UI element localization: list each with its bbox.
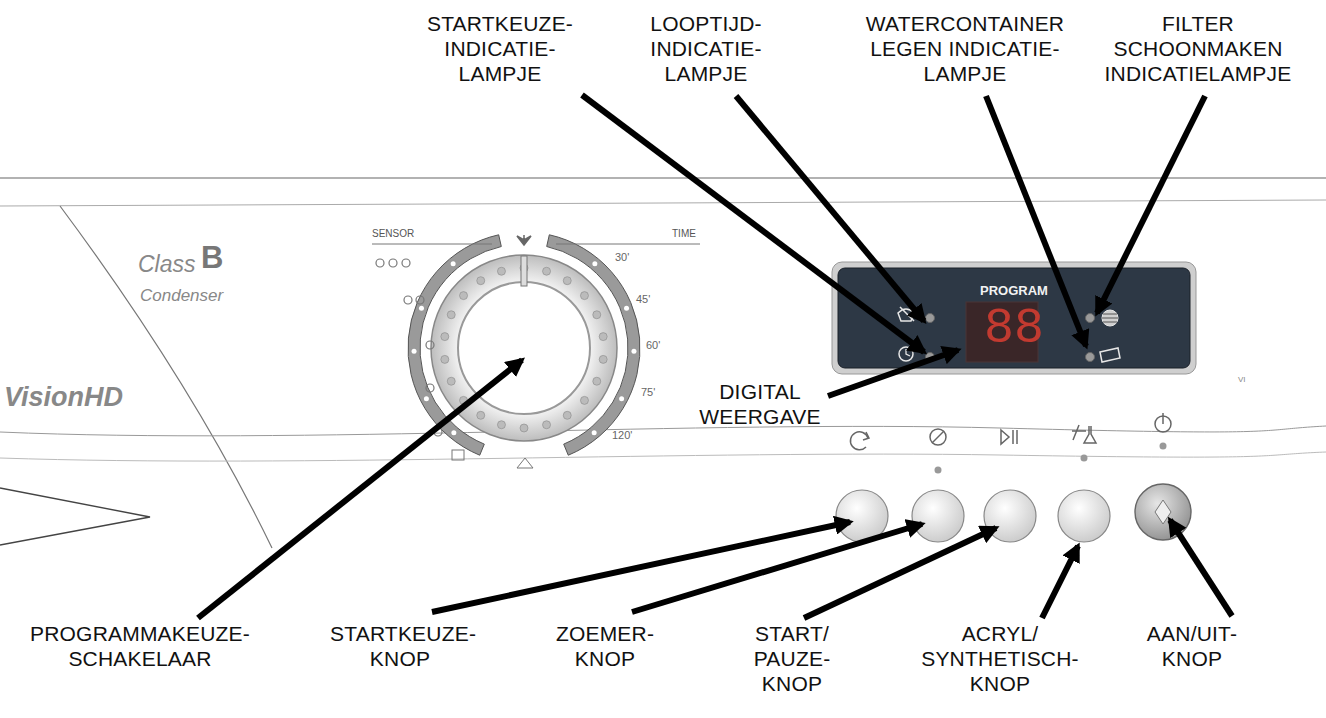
callout-label: STARTKEUZE- KNOP: [330, 622, 470, 672]
brand-text: VisionHD: [4, 384, 123, 411]
callout-label: PROGRAMMAKEUZE- SCHAKELAAR: [24, 622, 256, 672]
leader-line: [1170, 520, 1232, 616]
model-text: VI: [1238, 376, 1246, 384]
model-text: Condenser: [140, 287, 223, 304]
program-dial: [372, 235, 700, 468]
leader-line: [632, 524, 922, 612]
leader-line: [736, 96, 924, 321]
callout-label: STARTKEUZE- INDICATIE- LAMPJE: [425, 12, 575, 86]
button-icons: [850, 413, 1171, 450]
callout-label: START/ PAUZE- KNOP: [746, 622, 838, 696]
scale-number: 75': [641, 387, 655, 398]
scale-number: 120': [612, 430, 632, 441]
leader-line: [1042, 546, 1078, 618]
leader-line: [828, 350, 958, 396]
callout-label: AAN/UIT- KNOP: [1137, 622, 1247, 672]
class-letter: B: [201, 242, 223, 273]
scale-number: 30': [615, 252, 629, 263]
callout-label: DIGITAL WEERGAVE: [690, 380, 830, 430]
scale-number: 45': [636, 294, 650, 305]
leader-line: [582, 95, 924, 352]
callout-label: ACRYL/ SYNTHETISCH- KNOP: [911, 622, 1089, 696]
callout-label: LOOPTIJD- INDICATIE- LAMPJE: [636, 12, 776, 86]
digital-readout: 88: [838, 304, 1190, 354]
display-heading: PROGRAM: [838, 284, 1190, 297]
scale-heading: SENSOR: [372, 229, 414, 239]
callout-label: WATERCONTAINER LEGEN INDICATIE- LAMPJE: [851, 12, 1079, 86]
display-panel: PROGRAM 88: [838, 268, 1190, 368]
scale-number: 60': [646, 340, 660, 351]
callout-label: ZOEMER- KNOP: [550, 622, 660, 672]
class-text: Class: [138, 253, 196, 276]
callout-label: FILTER SCHOONMAKEN INDICATIELAMPJE: [1078, 12, 1318, 86]
buttons: [836, 443, 1191, 543]
leader-line: [1097, 96, 1205, 313]
leader-line: [804, 528, 996, 618]
scale-heading: TIME: [672, 229, 696, 239]
leader-line: [198, 360, 522, 618]
panel-outline: [0, 178, 1326, 548]
